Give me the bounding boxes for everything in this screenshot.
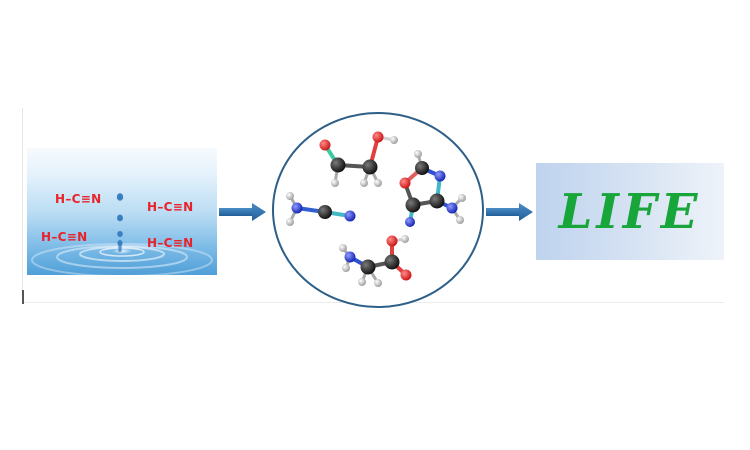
molecules-circle [272, 112, 484, 308]
arrow-right-icon [219, 203, 266, 221]
life-label: LIFE [558, 183, 702, 240]
water-droplets [116, 193, 124, 252]
hcn-formula-2: H–C≡N [147, 200, 194, 214]
frame-left-line [22, 108, 23, 304]
life-panel: LIFE [536, 163, 724, 260]
molecule-glycine [339, 235, 412, 287]
hcn-formula-1: H–C≡N [55, 192, 102, 206]
arrow-right-icon [486, 203, 533, 221]
water-hcn-panel: H–C≡N H–C≡N H–C≡N H–C≡N [27, 148, 217, 275]
frame-left-mark [22, 290, 24, 304]
molecule-aminooxazole [399, 150, 466, 227]
water-ripple-graphic [31, 193, 213, 275]
molecule-glycolaldehyde [319, 131, 398, 187]
molecule-cyanamide [286, 192, 356, 226]
hcn-formula-3: H–C≡N [41, 230, 88, 244]
hcn-formula-4: H–C≡N [147, 236, 194, 250]
